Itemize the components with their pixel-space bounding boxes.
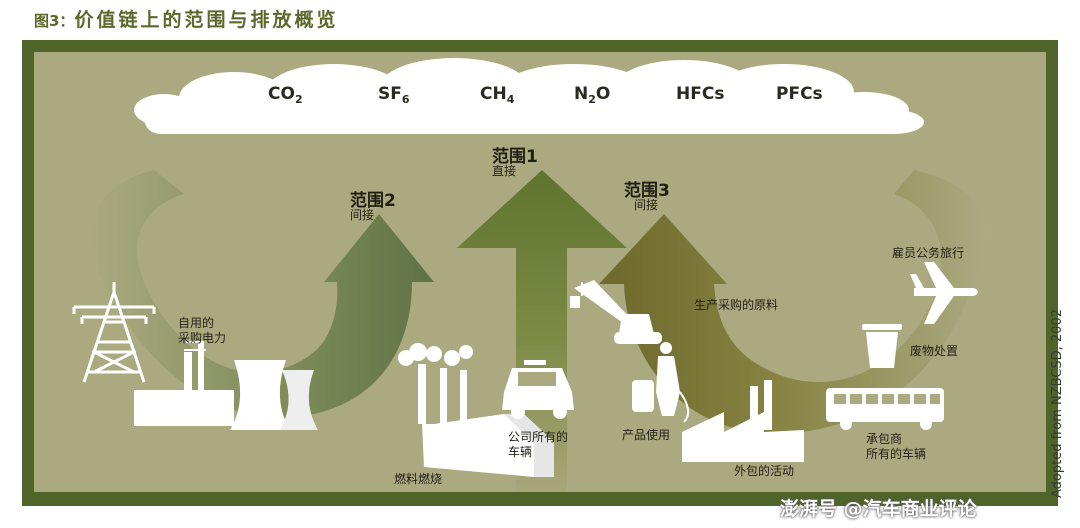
airplane-icon <box>910 262 978 324</box>
scope3-type: 间接 <box>634 198 659 212</box>
purchased-power-line1: 自用的 <box>178 316 215 330</box>
scope2-label: 范围2 <box>350 191 396 211</box>
outsourced-factory-icon <box>682 380 804 462</box>
scope1-arrow <box>457 170 627 492</box>
scope2-arrow <box>87 170 434 418</box>
gas-co2: CO2 <box>268 84 303 106</box>
purchased-materials-label: 生产采购的原料 <box>694 298 779 312</box>
source-credit: Adopted from NZBCSD, 2002 <box>1050 309 1065 498</box>
bus-icon <box>826 388 944 430</box>
scope1-label: 范围1 <box>492 147 538 167</box>
company-vehicles-label: 公司所有的车辆 <box>508 430 568 460</box>
waste-bin-icon <box>862 324 902 368</box>
figure-number: 图3： <box>34 12 75 30</box>
gas-sf6: SF6 <box>378 84 410 106</box>
gas-hfcs-base: HFCs <box>676 84 725 104</box>
gas-n2o: N2O <box>574 84 610 106</box>
watermark: 澎湃号 @汽车商业评论 <box>780 498 977 520</box>
contractor-vehicles-line2: 所有的车辆 <box>866 447 927 461</box>
company-vehicles-line2: 车辆 <box>508 445 533 459</box>
purchased-power-label: 自用的采购电力 <box>178 316 226 346</box>
gas-sf6-base: SF <box>378 84 402 104</box>
scope1-type: 直接 <box>492 164 517 178</box>
fuel-combustion-label: 燃料燃烧 <box>394 472 443 486</box>
gas-n2o-sub: 2 <box>588 93 596 106</box>
gas-pfcs-base: PFCs <box>776 84 823 104</box>
gas-sf6-sub: 6 <box>401 93 410 106</box>
product-use-label: 产品使用 <box>622 428 671 442</box>
gas-n2o-tail: O <box>595 84 611 104</box>
diagram-panel: CO2 SF6 CH4 N2O HFCs PFCs 范围1 直接 范围2 间接 … <box>34 52 1046 492</box>
business-travel-label: 雇员公务旅行 <box>892 246 965 260</box>
contractor-vehicles-line1: 承包商 <box>866 432 903 446</box>
waste-disposal-label: 废物处置 <box>910 344 959 358</box>
outsourced-activities-label: 外包的活动 <box>734 464 795 478</box>
figure-title: 图3：价值链上的范围与排放概览 <box>34 8 338 32</box>
gas-pfcs: PFCs <box>776 84 823 104</box>
power-pylon-icon <box>72 282 156 383</box>
gas-ch4-base: CH <box>480 84 507 104</box>
gas-co2-sub: 2 <box>294 93 303 106</box>
diagram-artwork <box>72 58 988 492</box>
scope2-type: 间接 <box>350 208 375 222</box>
car-icon <box>502 360 574 419</box>
gas-co2-base: CO <box>268 84 295 104</box>
gas-hfcs: HFCs <box>676 84 724 104</box>
gas-ch4: CH4 <box>480 84 514 106</box>
factory-icon <box>398 343 554 477</box>
company-vehicles-line1: 公司所有的 <box>508 430 569 444</box>
scope3-label: 范围3 <box>624 181 670 201</box>
power-plant-icon <box>134 341 318 430</box>
gas-n2o-base: N <box>574 84 589 104</box>
emissions-cloud <box>134 58 924 134</box>
excavator-icon <box>570 280 662 344</box>
purchased-power-line2: 采购电力 <box>178 331 227 345</box>
gas-ch4-sub: 4 <box>506 93 515 106</box>
contractor-vehicles-label: 承包商所有的车辆 <box>866 432 926 462</box>
product-use-icon <box>632 342 690 423</box>
figure-title-text: 价值链上的范围与排放概览 <box>74 9 339 31</box>
